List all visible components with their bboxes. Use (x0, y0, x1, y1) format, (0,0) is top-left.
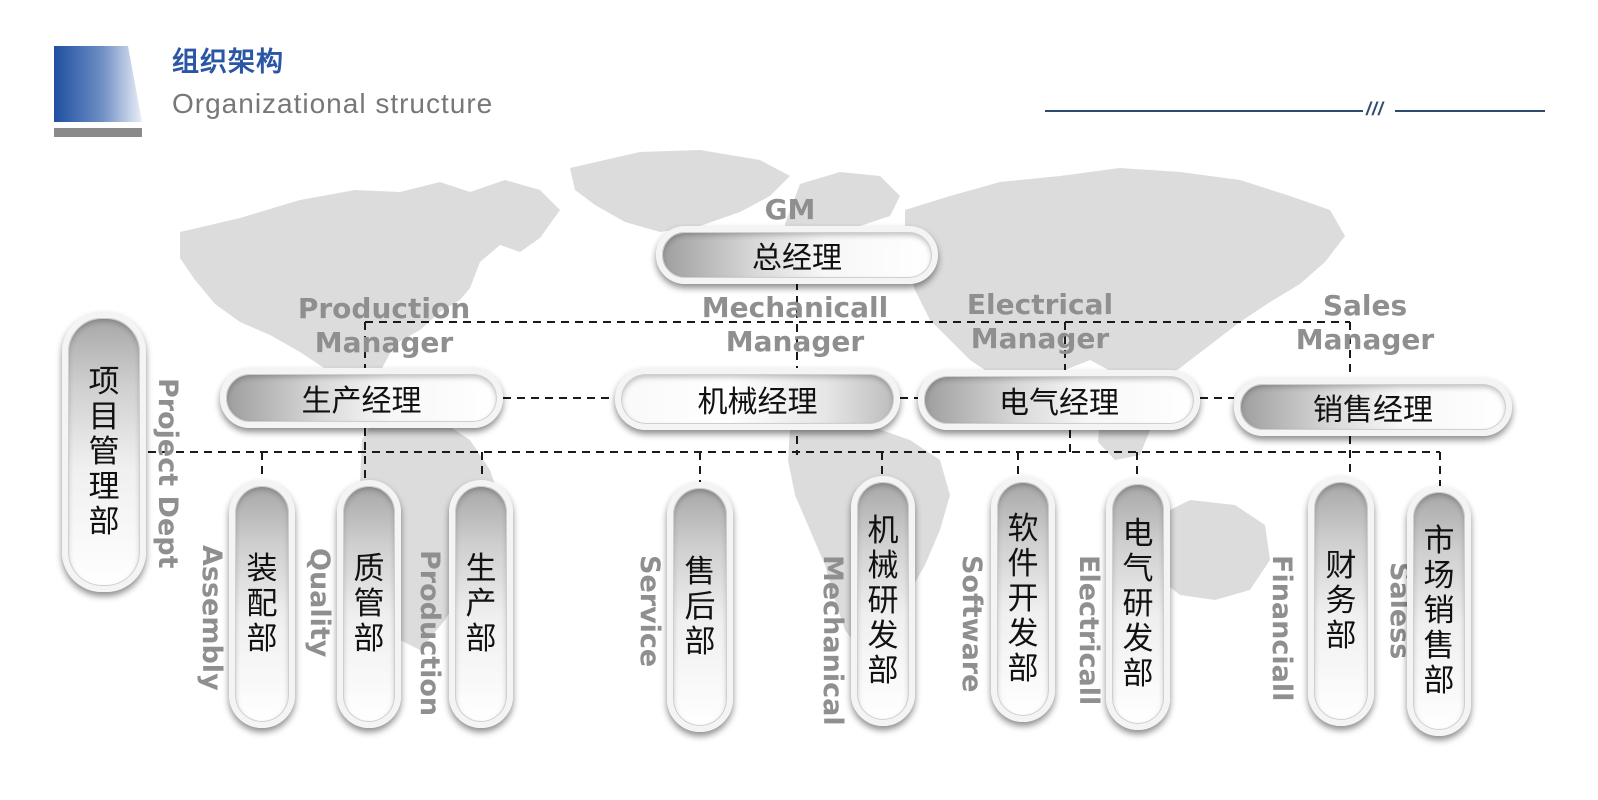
project-dept-label: Project Dept (152, 378, 183, 569)
manager-box-sales[interactable]: 销售经理 (1234, 378, 1512, 436)
box-char: 场 (1423, 557, 1455, 594)
dept-label-quality: Quality (304, 548, 335, 658)
dept-box-electrical[interactable]: 电气研发部 (1106, 478, 1170, 730)
box-char: 研 (1122, 585, 1154, 622)
box-char: 后 (684, 588, 716, 625)
dept-label-financial: Financiall (1266, 555, 1297, 702)
page-subtitle: Organizational structure (172, 88, 494, 119)
dept-label-mechanical: Mechanical (817, 555, 848, 726)
dept-box-software[interactable]: 软件开发部 (991, 476, 1055, 722)
manager-label-mechanical: Mechanicall Manager (680, 291, 910, 359)
box-char: 质 (353, 550, 385, 587)
dept-label-software: Software (956, 555, 987, 693)
manager-box-production[interactable]: 生产经理 (220, 368, 503, 428)
box-char: 部 (1423, 662, 1455, 699)
gm-box[interactable]: 总经理 (656, 226, 938, 284)
box-char: 售 (1423, 627, 1455, 664)
box-char: 目 (88, 398, 120, 435)
box-char: 销 (1423, 592, 1455, 629)
box-char: 软 (1007, 510, 1039, 547)
manager-label-production: Production Manager (284, 292, 484, 360)
page-title: 组织架构 (172, 47, 284, 78)
box-char: 部 (684, 623, 716, 660)
box-char: 市 (1423, 522, 1455, 559)
box-char: 部 (867, 652, 899, 689)
box-char: 部 (1325, 617, 1357, 654)
box-char: 管 (88, 433, 120, 470)
box-char: 件 (1007, 545, 1039, 582)
box-char: 气 (1122, 550, 1154, 587)
box-char: 装 (246, 550, 278, 587)
manager-label-electrical: Electrical Manager (940, 288, 1140, 356)
gm-label: GM (764, 193, 816, 226)
box-char: 理 (88, 468, 120, 505)
dept-box-quality[interactable]: 质管部 (337, 480, 401, 728)
manager-label-line: Mechanicall (701, 291, 889, 324)
box-char: 部 (465, 620, 497, 657)
dept-label-electrical: Electricall (1073, 555, 1104, 706)
manager-box-mechanical[interactable]: 机械经理 (615, 368, 900, 430)
box-char: 务 (1325, 582, 1357, 619)
dept-box-mechanical[interactable]: 机械研发部 (851, 476, 915, 726)
box-char: 电 (1122, 515, 1154, 552)
box-char: 部 (88, 503, 120, 540)
manager-label-line: Production (297, 292, 471, 325)
dept-box-production[interactable]: 生产部 (449, 480, 513, 728)
box-char: 械 (867, 547, 899, 584)
box-char: 部 (246, 620, 278, 657)
box-char: 管 (353, 585, 385, 622)
manager-label-line: Sales (1322, 289, 1408, 322)
manager-label-line: Manager (970, 322, 1110, 355)
dept-label-assembly: Assembly (196, 545, 227, 691)
manager-label-line: Manager (725, 325, 865, 358)
box-char: 开 (1007, 580, 1039, 617)
dept-box-assembly[interactable]: 装配部 (229, 480, 295, 728)
manager-label-sales: Sales Manager (1280, 289, 1450, 357)
dept-box-financial[interactable]: 财务部 (1308, 476, 1374, 726)
box-char: 研 (867, 582, 899, 619)
box-char: 财 (1325, 547, 1357, 584)
project-dept-box[interactable]: 项目管理部 (62, 312, 146, 592)
box-char: 项 (88, 363, 120, 400)
dept-box-service[interactable]: 售后部 (667, 482, 733, 732)
dept-label-production: Production (414, 550, 445, 717)
box-char: 生 (465, 550, 497, 587)
box-char: 产 (465, 585, 497, 622)
box-char: 部 (1007, 650, 1039, 687)
box-char: 配 (246, 585, 278, 622)
dept-label-service: Service (634, 555, 665, 668)
box-char: 部 (353, 620, 385, 657)
header-divider-left (1045, 110, 1363, 112)
box-char: 售 (684, 553, 716, 590)
box-char: 发 (1122, 620, 1154, 657)
header-logo-mark (54, 46, 142, 137)
manager-box-electrical[interactable]: 电气经理 (918, 370, 1200, 430)
manager-label-line: Electrical (966, 288, 1114, 321)
box-char: 机 (867, 512, 899, 549)
manager-label-line: Manager (1295, 323, 1435, 356)
header-divider-mark: /// (1366, 99, 1385, 119)
dept-box-marketing[interactable]: 市场销售部 (1407, 486, 1471, 736)
manager-label-line: Manager (314, 326, 454, 359)
box-char: 发 (867, 617, 899, 654)
header-divider-right (1395, 110, 1545, 112)
box-char: 发 (1007, 615, 1039, 652)
box-char: 部 (1122, 655, 1154, 692)
